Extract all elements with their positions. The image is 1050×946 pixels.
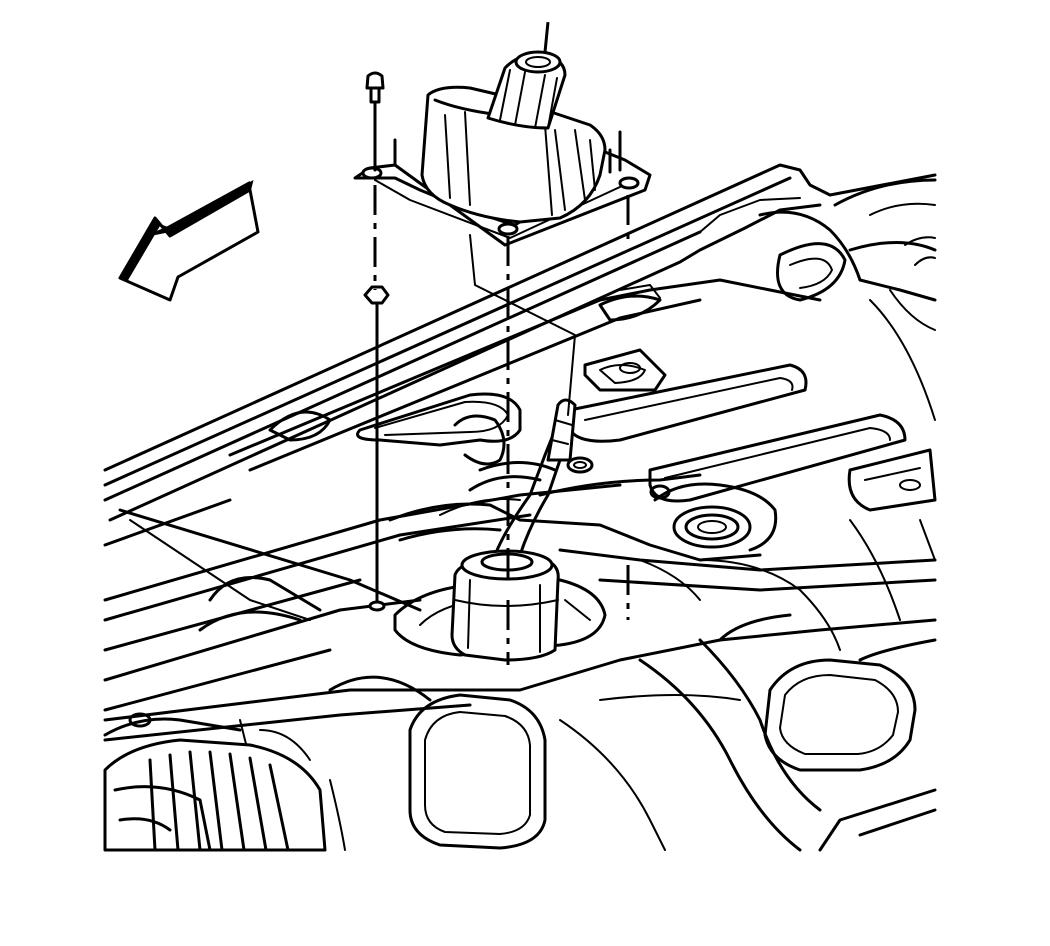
boot-studs — [393, 130, 622, 174]
shift-boot — [420, 50, 607, 224]
direction-arrow — [118, 180, 260, 302]
lower-shift-boot — [450, 549, 560, 662]
alignment-lines — [373, 21, 630, 665]
mounting-nut — [363, 285, 390, 612]
mounting-bolt — [365, 71, 385, 172]
transmission-housing — [103, 712, 327, 852]
floor-panel — [103, 163, 937, 852]
shift-lever — [439, 398, 577, 557]
